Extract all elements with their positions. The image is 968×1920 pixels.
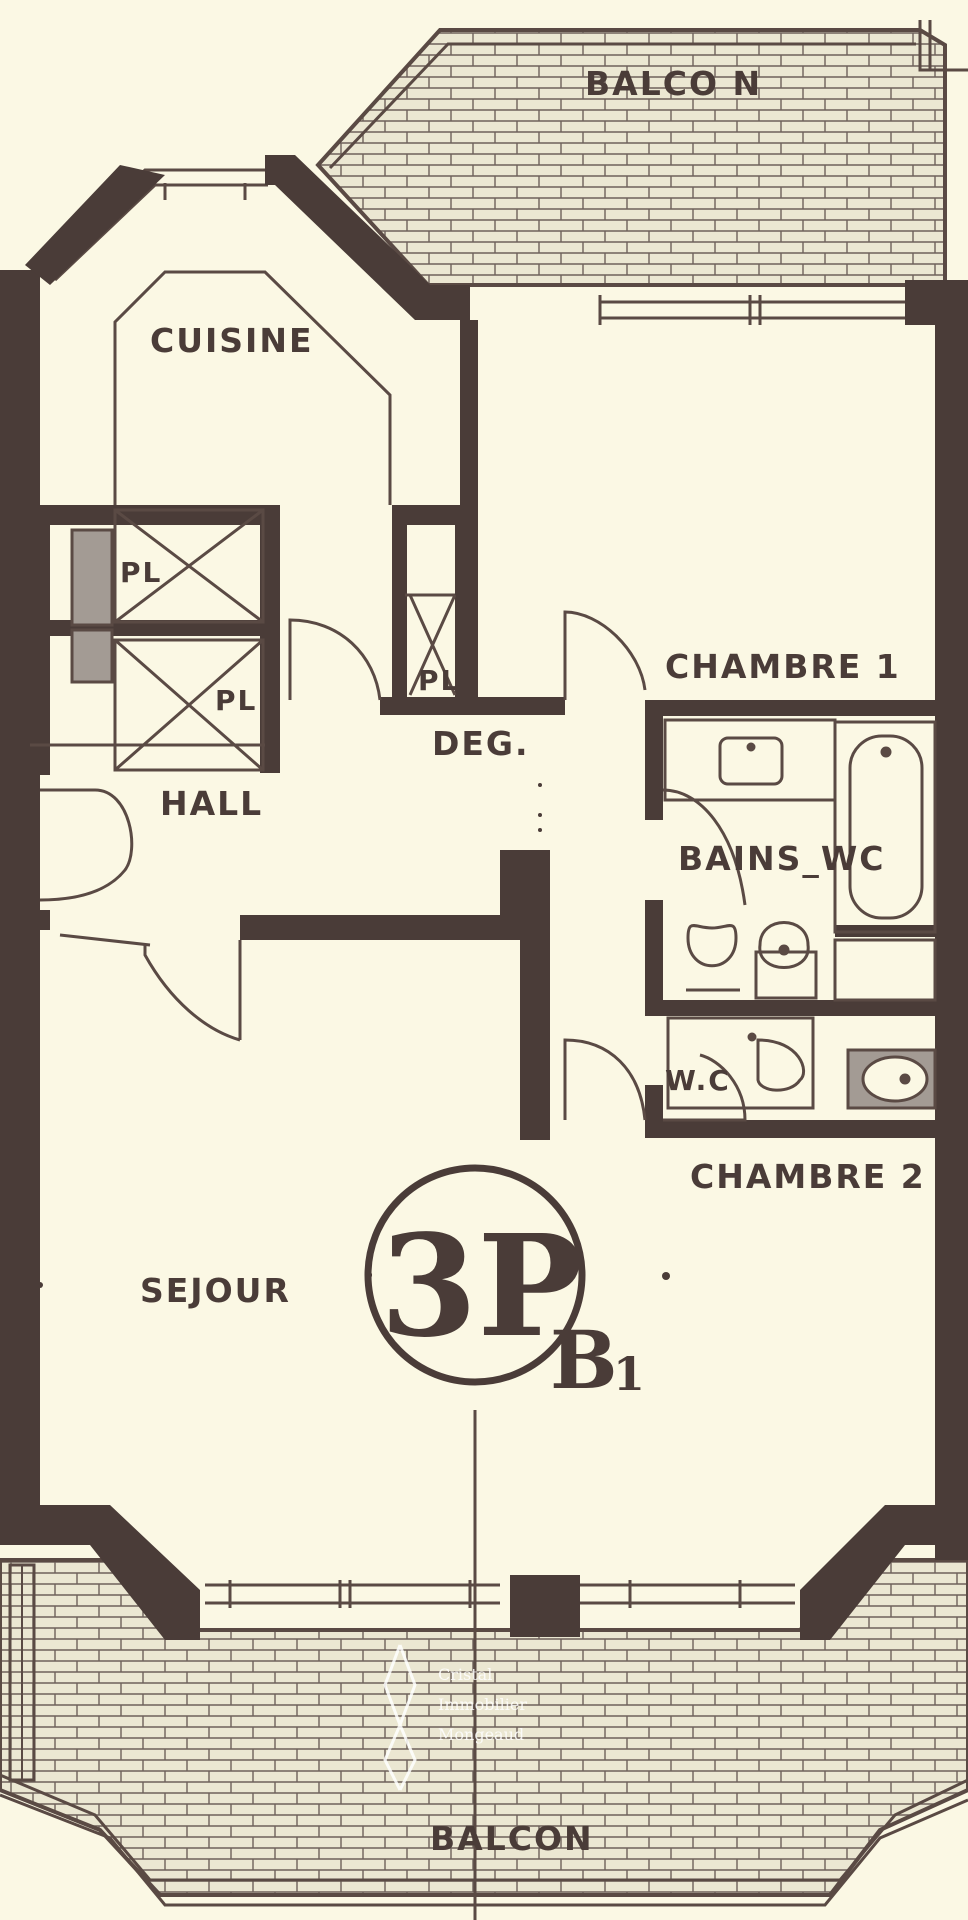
label-pl-2: PL	[215, 684, 257, 717]
stamp-main: 3P	[380, 1205, 583, 1369]
scan-dots	[37, 783, 670, 1288]
watermark: Cristal Immobilier Mongeaud	[383, 1644, 527, 1791]
label-bains-wc: BAINS_WC	[678, 839, 885, 878]
label-hall: HALL	[160, 784, 263, 823]
room-labels: BALCO N CUISINE CHAMBRE 1 PL PL PL DEG. …	[120, 64, 926, 1858]
label-cuisine: CUISINE	[150, 321, 314, 360]
watermark-logo-icon	[383, 1644, 417, 1791]
windows	[38, 20, 968, 1608]
watermark-line-2: Immobilier	[438, 1695, 527, 1714]
label-balcon-top: BALCO N	[585, 64, 762, 103]
bathroom-fixtures	[663, 718, 937, 1110]
watermark-line-1: Cristal	[438, 1665, 492, 1684]
label-balcon-bottom: BALCON	[430, 1819, 594, 1858]
stamp-sub: B	[550, 1313, 618, 1407]
label-pl-3: PL	[418, 664, 460, 697]
label-wc: W.C	[665, 1064, 731, 1097]
label-chambre-2: CHAMBRE 2	[690, 1157, 926, 1196]
walls	[0, 155, 968, 1640]
stamp-index: 1	[613, 1347, 645, 1401]
watermark-line-3: Mongeaud	[438, 1725, 524, 1744]
label-chambre-1: CHAMBRE 1	[665, 647, 901, 686]
label-deg: DEG.	[432, 724, 530, 763]
interior-lines	[30, 270, 747, 1122]
label-sejour: SEJOUR	[140, 1271, 291, 1310]
label-pl-1: PL	[120, 556, 162, 589]
stamp-group: 3P B 1	[364, 1164, 645, 1920]
